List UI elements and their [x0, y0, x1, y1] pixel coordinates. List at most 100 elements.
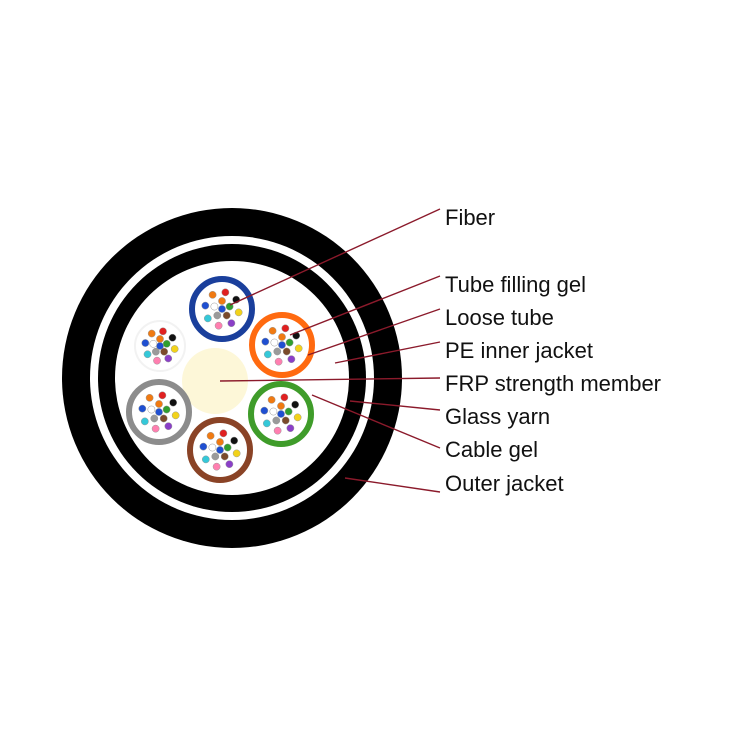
fiber-strand	[162, 405, 171, 414]
leader-line-frp-strength-member	[219, 377, 441, 382]
fiber-strand	[274, 357, 283, 366]
fiber-strand	[219, 429, 228, 438]
fiber-strand	[145, 393, 154, 402]
label-loose-tube: Loose tube	[445, 305, 554, 330]
leader-line-pe-inner-jacket	[334, 341, 441, 364]
fiber-strand	[278, 333, 286, 341]
fiber-strand	[159, 414, 168, 423]
fiber-strand	[138, 404, 147, 413]
fiber-strand	[234, 308, 243, 317]
fiber-strand	[284, 407, 293, 416]
fiber-strand	[272, 416, 281, 425]
fiber-strand	[214, 321, 223, 330]
fiber-strand	[286, 424, 295, 433]
fiber-strand	[171, 411, 180, 420]
fiber-strand	[151, 424, 160, 433]
fiber-strand	[203, 314, 212, 323]
fiber-strand	[150, 414, 159, 423]
fiber-strand	[232, 449, 241, 458]
label-cable-gel: Cable gel	[445, 437, 538, 462]
fiber-strand	[141, 339, 150, 347]
fiber-strand	[201, 455, 210, 464]
fiber-strand	[269, 407, 278, 416]
fiber-strand	[208, 443, 217, 452]
leader-line-fiber	[229, 208, 441, 306]
fiber-strand	[285, 338, 294, 347]
leader-line-tube-filling-gel	[289, 275, 441, 336]
fiber-strand	[164, 422, 173, 431]
fiber-strand	[158, 391, 167, 400]
fiber-strand	[155, 408, 163, 416]
fiber-strand	[149, 339, 158, 348]
fiber-strand	[293, 413, 302, 422]
fiber-strand	[287, 355, 296, 364]
fiber-strand	[260, 406, 269, 415]
fiber-strand	[218, 297, 226, 305]
frp-strength-member	[182, 348, 248, 414]
fiber-strand	[152, 347, 160, 356]
fiber-strand	[230, 436, 239, 445]
fiber-strand	[160, 347, 168, 356]
label-fiber: Fiber	[445, 205, 495, 230]
fiber-strand	[206, 431, 215, 440]
fiber-strand	[216, 446, 224, 454]
leader-line-outer-jacket	[344, 477, 441, 493]
fiber-strand	[140, 417, 149, 426]
fiber-strand	[227, 319, 236, 328]
fiber-strand	[294, 344, 303, 353]
leader-lines-group	[219, 208, 441, 493]
fiber-strand	[282, 347, 291, 356]
fiber-strand	[168, 333, 177, 342]
leader-line-cable-gel	[311, 394, 441, 449]
fiber-strand	[170, 345, 179, 353]
fiber-strand	[220, 452, 229, 461]
fiber-strand	[273, 347, 282, 356]
label-tube-filling-gel: Tube filling gel	[445, 272, 586, 297]
label-pe-inner-jacket: PE inner jacket	[445, 338, 593, 363]
fiber-strand	[211, 452, 220, 461]
fiber-strand	[210, 302, 219, 311]
fiber-strand	[223, 443, 232, 452]
leader-line-glass-yarn	[349, 400, 441, 411]
fiber-strand	[169, 398, 178, 407]
fiber-strand	[164, 354, 173, 363]
fiber-strand	[281, 324, 290, 333]
fiber-strand	[159, 327, 167, 336]
fiber-strand	[153, 356, 161, 365]
fiber-strand	[267, 395, 276, 404]
fiber-strand	[277, 410, 285, 418]
fiber-strand	[221, 288, 230, 297]
fiber-strand	[147, 329, 156, 338]
label-frp-strength-member: FRP strength member	[445, 371, 661, 396]
label-glass-yarn: Glass yarn	[445, 404, 550, 429]
fiber-strand	[273, 426, 282, 435]
fiber-strand	[216, 438, 224, 446]
fiber-strand	[143, 350, 152, 359]
fiber-strand	[277, 402, 285, 410]
fiber-strand	[225, 460, 234, 469]
fiber-strand	[261, 337, 270, 346]
fiber-strand	[199, 442, 208, 451]
fiber-strand	[212, 462, 221, 471]
fiber-strand	[280, 393, 289, 402]
loose-tubes-group	[126, 276, 315, 483]
fiber-strand	[281, 416, 290, 425]
fiber-strand	[208, 290, 217, 299]
fiber-strand	[213, 311, 222, 320]
fiber-strand	[155, 400, 163, 408]
fiber-strand	[262, 419, 271, 428]
leader-line-loose-tube	[307, 308, 441, 356]
fiber-strand	[270, 338, 279, 347]
label-outer-jacket: Outer jacket	[445, 471, 564, 496]
fiber-strand	[291, 400, 300, 409]
fiber-strand	[268, 326, 277, 335]
fiber-strand	[201, 301, 210, 310]
fiber-strand	[278, 341, 286, 349]
fiber-strand	[162, 339, 171, 348]
fiber-strand	[147, 405, 156, 414]
fiber-strand	[156, 335, 164, 343]
fiber-strand	[222, 311, 231, 320]
fiber-strand	[263, 350, 272, 359]
fiber-strand	[218, 305, 226, 313]
